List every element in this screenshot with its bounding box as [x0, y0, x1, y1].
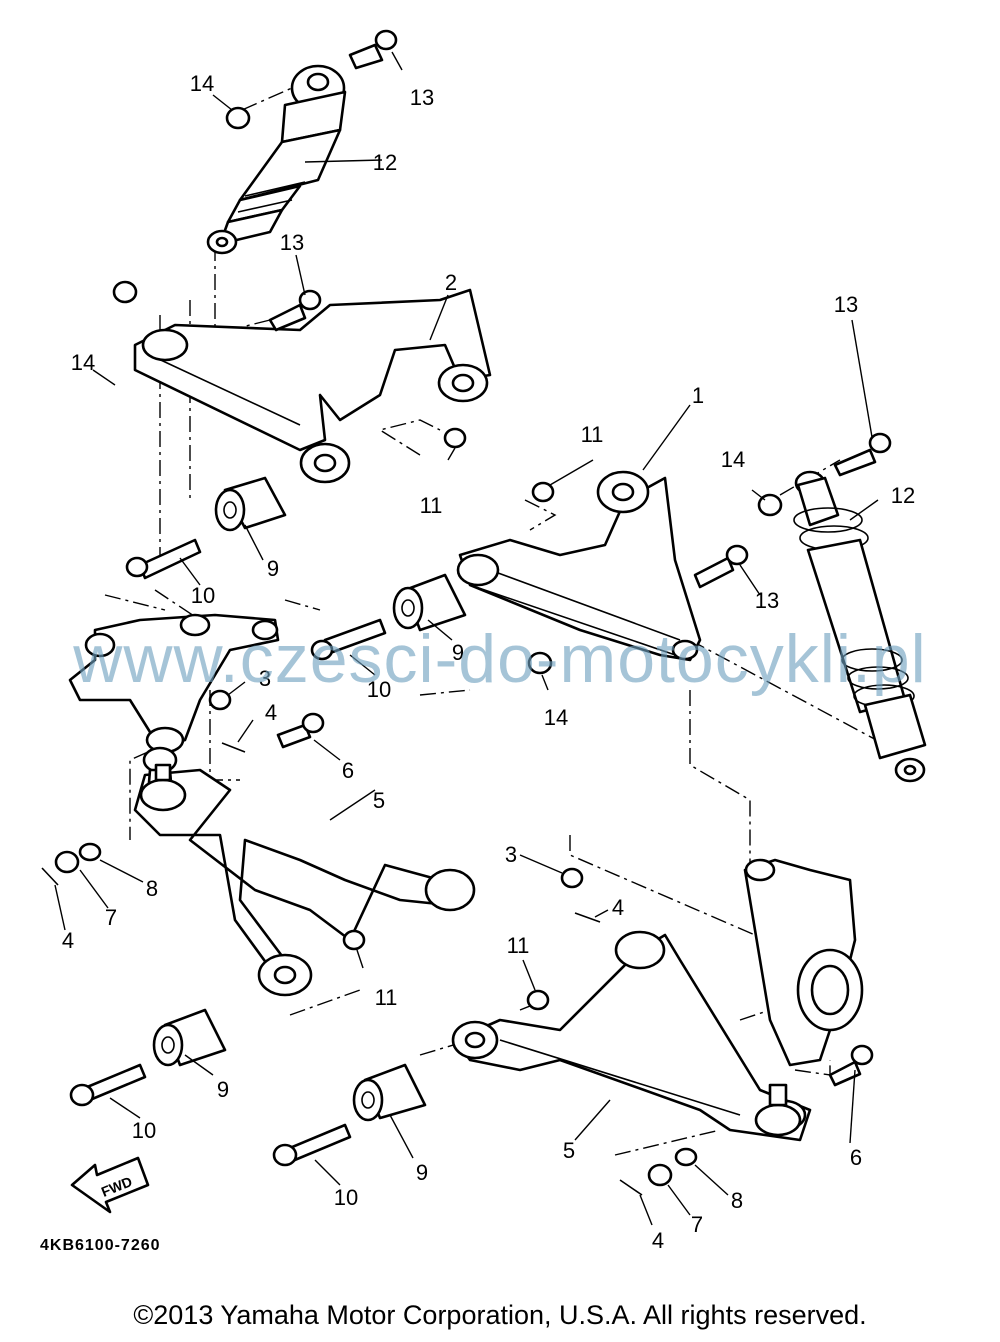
lower-arm-left [133, 746, 476, 997]
callout-4-a: 4 [265, 700, 277, 725]
callout-13-right-top: 13 [834, 292, 858, 317]
callout-4-c: 4 [62, 928, 74, 953]
callout-14-right: 14 [721, 447, 745, 472]
callout-11-c: 11 [375, 985, 398, 1010]
callout-4-d: 4 [652, 1228, 664, 1253]
callout-8-a: 8 [146, 876, 158, 901]
bushing-upper-left [214, 476, 287, 532]
callout-7-a: 7 [105, 905, 117, 930]
callout-11-a: 11 [581, 422, 604, 447]
callout-9-a: 9 [267, 556, 279, 581]
lower-arm-right [451, 930, 812, 1142]
nuts [54, 106, 783, 1187]
callout-5-b: 5 [563, 1138, 575, 1163]
callout-12-right: 12 [891, 483, 915, 508]
callout-4-b: 4 [612, 895, 624, 920]
callout-2: 2 [445, 270, 457, 295]
shock-absorber-left [206, 64, 347, 255]
forward-arrow: FWD [70, 1156, 150, 1214]
drawing-code: 4KB6100-7260 [40, 1237, 161, 1254]
steering-knuckle-left [68, 613, 280, 754]
callout-10-d: 10 [334, 1185, 358, 1210]
callout-13-top: 13 [410, 85, 434, 110]
bushing-lower-left [152, 1008, 227, 1067]
upper-arm-left [133, 288, 492, 484]
callout-14-top: 14 [190, 71, 214, 96]
callout-6-a: 6 [342, 758, 354, 783]
bushing-upper-right [392, 573, 467, 632]
callout-8-b: 8 [731, 1188, 743, 1213]
bushings [152, 476, 467, 1122]
shock-absorber-right [793, 470, 927, 783]
callout-labels: 1 2 12 12 14 14 14 14 13 13 13 13 11 11 … [62, 71, 915, 1253]
callout-1: 1 [692, 383, 704, 408]
callout-9-c: 9 [217, 1077, 229, 1102]
upper-arm-right [456, 470, 702, 662]
callout-10-a: 10 [191, 583, 215, 608]
washers [78, 842, 698, 1167]
callout-10-b: 10 [367, 677, 391, 702]
leader-lines [54, 51, 879, 1226]
callout-7-b: 7 [691, 1212, 703, 1237]
callout-13-right: 13 [755, 588, 779, 613]
callout-14-left: 14 [71, 350, 95, 375]
cotter-pins [41, 742, 643, 1196]
callout-11-b: 11 [420, 493, 443, 518]
callout-12-left: 12 [373, 150, 397, 175]
callout-14-center: 14 [544, 705, 568, 730]
callout-9-b: 9 [452, 640, 464, 665]
callout-3-b: 3 [505, 842, 517, 867]
callout-13-left: 13 [280, 230, 304, 255]
bushing-lower-right [352, 1063, 427, 1122]
callout-6-b: 6 [850, 1145, 862, 1170]
callout-3-a: 3 [259, 666, 271, 691]
bolts [69, 29, 892, 1167]
copyright-notice: ©2013 Yamaha Motor Corporation, U.S.A. A… [133, 1300, 867, 1330]
steering-knuckle-right [743, 858, 864, 1067]
callout-11-d: 11 [507, 933, 530, 958]
callout-5-a: 5 [373, 788, 385, 813]
callout-9-d: 9 [416, 1160, 428, 1185]
callout-10-c: 10 [132, 1118, 156, 1143]
ball-joints [139, 763, 802, 1137]
